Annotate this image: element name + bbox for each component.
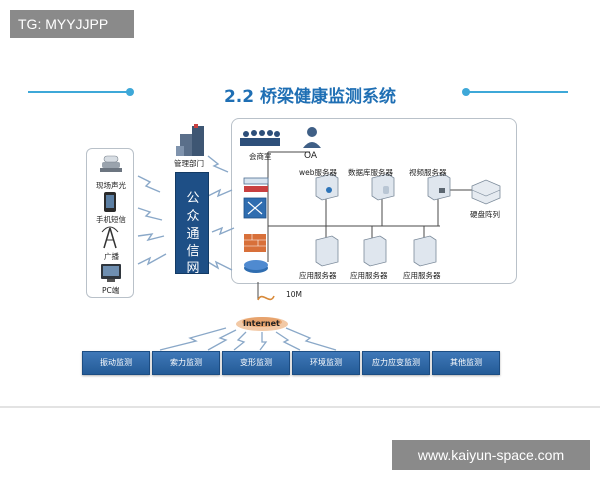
oa-label: OA — [304, 151, 318, 161]
storage-array-icon — [471, 179, 501, 205]
bandwidth-link — [257, 295, 275, 301]
web-server-icon — [315, 173, 339, 201]
device-label-sms: 手机短信 — [96, 215, 126, 224]
public-network-column: 公 众 通 信 网 — [175, 172, 209, 276]
alarm-light-icon — [100, 155, 122, 172]
connection-lines — [257, 151, 472, 300]
mobile-phone-icon — [104, 192, 116, 212]
network-char: 公 — [186, 191, 200, 206]
building-icon — [176, 124, 204, 156]
separator-line — [0, 406, 600, 408]
server-label-app-3: 应用服务器 — [403, 271, 441, 280]
firewall-icon-top — [244, 186, 268, 192]
monitor-button-environment[interactable]: 环境监测 — [292, 351, 360, 375]
internet-links — [159, 327, 337, 351]
server-label-web: web服务器 — [299, 168, 338, 177]
storage-label: 硬盘阵列 — [470, 210, 500, 219]
app-server-icon-1 — [315, 235, 339, 267]
router-icon — [243, 177, 269, 185]
database-server-icon — [371, 173, 395, 201]
title-dot-left — [126, 88, 134, 96]
monitor-button-deformation[interactable]: 变形监测 — [222, 351, 290, 375]
firewall-icon — [244, 234, 266, 252]
title-line-right — [466, 91, 568, 93]
internet-label: Internet — [243, 319, 280, 328]
broadcast-tower-icon — [101, 226, 119, 249]
network-char: 通 — [186, 227, 200, 242]
internet-cloud-icon — [236, 317, 288, 331]
management-label: 管理部门 — [174, 159, 204, 168]
oa-user-icon — [303, 127, 321, 148]
network-char: 众 — [186, 209, 200, 224]
monitor-button-stress-strain[interactable]: 应力应变监测 — [362, 351, 430, 375]
pc-monitor-icon — [101, 264, 121, 282]
server-label-app-1: 应用服务器 — [299, 271, 337, 280]
app-server-icon-2 — [363, 235, 387, 267]
monitor-button-cable-force[interactable]: 索力监测 — [152, 351, 220, 375]
server-label-app-2: 应用服务器 — [350, 271, 388, 280]
network-char: 信 — [186, 244, 200, 259]
gateway-router-icon — [244, 260, 268, 273]
network-char: 网 — [186, 261, 200, 276]
device-label-pc: PC端 — [102, 286, 120, 295]
title-line-left — [28, 91, 130, 93]
server-label-database: 数据库服务器 — [348, 168, 393, 177]
monitor-button-other[interactable]: 其他监测 — [432, 351, 500, 375]
switch-icon — [243, 197, 267, 219]
server-label-video: 视频服务器 — [409, 168, 447, 177]
watermark-bottom: www.kaiyun-space.com — [392, 440, 590, 470]
bandwidth-label: 10M — [286, 290, 303, 299]
video-server-icon — [427, 173, 451, 201]
meeting-room-icon — [240, 130, 280, 146]
watermark-top: TG: MYYJJPP — [10, 10, 134, 38]
monitor-button-vibration[interactable]: 振动监测 — [82, 351, 150, 375]
wireless-links — [137, 155, 235, 271]
diagram-title: 2.2 桥梁健康监测系统 — [223, 87, 397, 107]
device-label-broadcast: 广播 — [104, 252, 119, 261]
meeting-room-label: 会商室 — [249, 152, 272, 161]
app-server-icon-3 — [413, 235, 437, 267]
device-label-alarm: 现场声光 — [96, 181, 126, 190]
